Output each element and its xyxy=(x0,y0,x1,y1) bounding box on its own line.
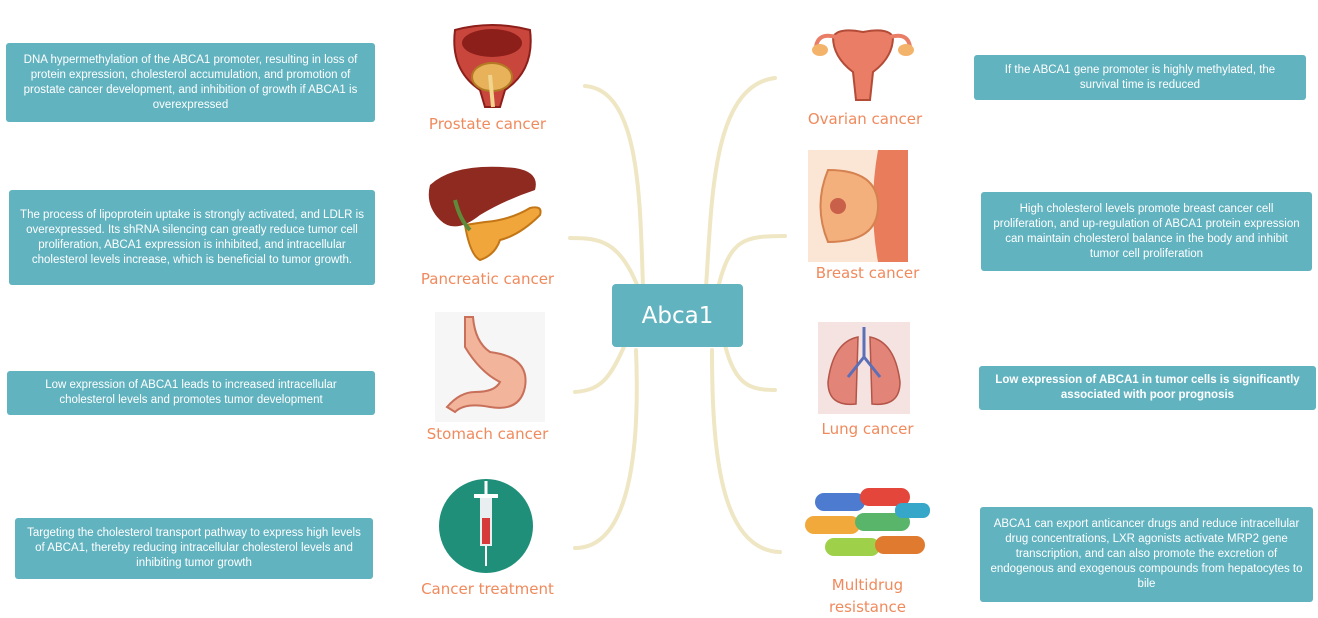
ovarian-description: If the ABCA1 gene promoter is highly met… xyxy=(984,63,1296,93)
pancreatic-description-box: The process of lipoprotein uptake is str… xyxy=(9,190,375,285)
lung-description-box: Low expression of ABCA1 in tumor cells i… xyxy=(979,366,1316,410)
prostate-description-box: DNA hypermethylation of the ABCA1 promot… xyxy=(6,43,375,122)
treatment-label: Cancer treatment xyxy=(405,580,570,598)
mdr-description: ABCA1 can export anticancer drugs and re… xyxy=(990,517,1303,592)
treatment-description-box: Targeting the cholesterol transport path… xyxy=(15,518,373,579)
mdr-description-box: ABCA1 can export anticancer drugs and re… xyxy=(980,507,1313,602)
mdr-label: Multidrug resistance xyxy=(815,574,920,618)
pancreatic-description: The process of lipoprotein uptake is str… xyxy=(19,208,365,268)
stomach-label: Stomach cancer xyxy=(410,425,565,443)
pancreatic-label: Pancreatic cancer xyxy=(405,270,570,288)
breast-icon xyxy=(808,150,908,262)
stomach-description: Low expression of ABCA1 leads to increas… xyxy=(17,378,365,408)
uterus-icon xyxy=(808,12,918,107)
pills-icon xyxy=(800,478,935,573)
center-node-abca1: Abca1 xyxy=(612,284,743,347)
lungs-icon xyxy=(818,322,910,414)
lung-description: Low expression of ABCA1 in tumor cells i… xyxy=(989,373,1306,403)
liver-pancreas-icon xyxy=(425,160,545,270)
breast-description: High cholesterol levels promote breast c… xyxy=(991,202,1302,262)
syringe-icon xyxy=(436,476,536,576)
ovarian-label: Ovarian cancer xyxy=(790,110,940,128)
prostate-icon xyxy=(445,15,540,110)
treatment-description: Targeting the cholesterol transport path… xyxy=(25,526,363,571)
breast-description-box: High cholesterol levels promote breast c… xyxy=(981,192,1312,271)
stomach-icon xyxy=(435,312,545,422)
prostate-label: Prostate cancer xyxy=(410,115,565,133)
ovarian-description-box: If the ABCA1 gene promoter is highly met… xyxy=(974,55,1306,100)
prostate-description: DNA hypermethylation of the ABCA1 promot… xyxy=(16,53,365,113)
lung-label: Lung cancer xyxy=(795,420,940,438)
stomach-description-box: Low expression of ABCA1 leads to increas… xyxy=(7,371,375,415)
breast-label: Breast cancer xyxy=(795,264,940,282)
